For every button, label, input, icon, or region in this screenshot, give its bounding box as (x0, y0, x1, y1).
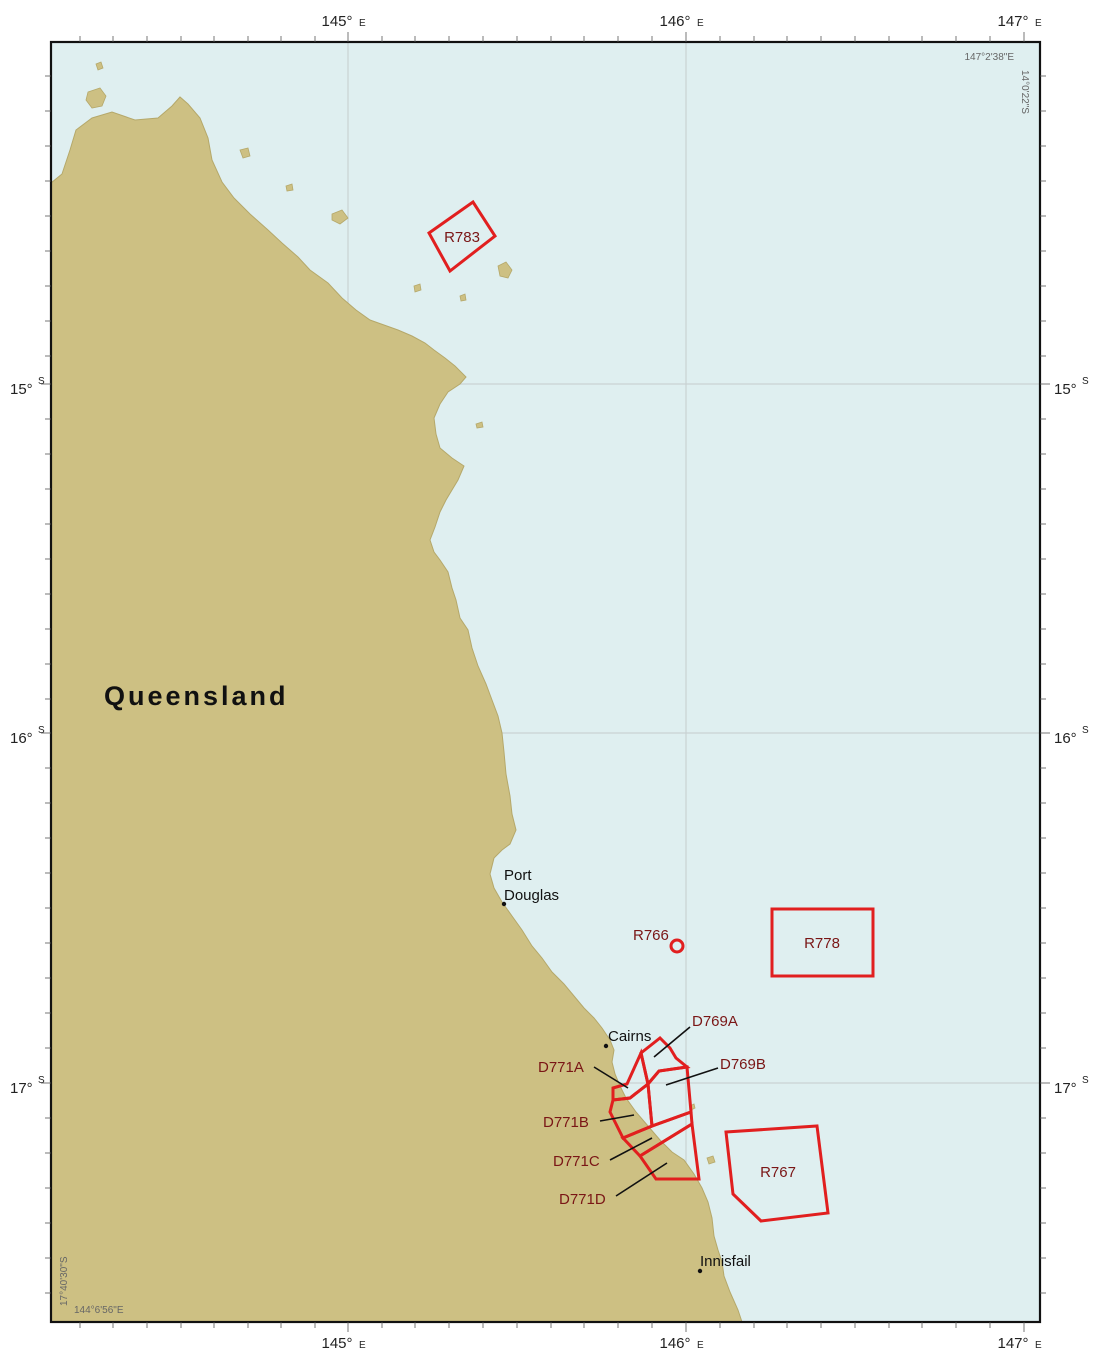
zone-label-r783: R783 (444, 229, 480, 246)
leader-lines (593, 1026, 719, 1197)
lon-hemi-top-146: E (697, 18, 704, 29)
zone-label-d771c: D771C (553, 1153, 600, 1170)
zone-label-d769a: D769A (692, 1013, 738, 1030)
lon-hemi-bottom-146: E (697, 1340, 704, 1351)
zone-d771c (620, 1109, 694, 1158)
island (95, 61, 104, 71)
lon-hemi-bottom-147: E (1035, 1340, 1042, 1351)
lat-hemi-left-17: S (38, 1075, 45, 1086)
island (85, 87, 107, 109)
islands (85, 61, 716, 1165)
innisfail-marker (697, 1268, 703, 1274)
lat-hemi-right-15: S (1082, 376, 1089, 387)
island (497, 261, 513, 279)
leader-d771d (615, 1162, 668, 1197)
zone-d771d (637, 1121, 701, 1181)
zone-label-r766: R766 (633, 927, 669, 944)
lat-hemi-right-16: S (1082, 725, 1089, 736)
lat-hemi-left-15: S (38, 376, 45, 387)
island (706, 1155, 716, 1165)
region-label: Queensland (104, 681, 289, 711)
place-markers (501, 901, 703, 1274)
lon-label-top-147: 147° (997, 13, 1028, 30)
place-cairns: Cairns (608, 1028, 651, 1045)
lat-label-left-17: 17° (10, 1080, 33, 1097)
lon-label-bottom-145: 145° (321, 1335, 352, 1352)
lat-label-right-16: 16° (1054, 730, 1077, 747)
zone-label-d771d: D771D (559, 1191, 606, 1208)
island (459, 293, 467, 302)
zone-label-r778: R778 (804, 935, 840, 952)
place-port-douglas-line1: Port (504, 867, 532, 884)
zone-label-d769b: D769B (720, 1056, 766, 1073)
island (331, 209, 349, 225)
zone-label-r767: R767 (760, 1164, 796, 1181)
lat-hemi-left-16: S (38, 725, 45, 736)
corner-bottom-left-lat: 17°40'30"S (59, 1256, 70, 1306)
lat-hemi-right-17: S (1082, 1075, 1089, 1086)
lat-label-left-15: 15° (10, 381, 33, 398)
corner-top-right-lon: 147°2'38"E (965, 52, 1015, 63)
lat-label-left-16: 16° (10, 730, 33, 747)
cairns-marker (603, 1043, 609, 1049)
frame-ticks (41, 32, 1050, 1332)
lon-hemi-top-147: E (1035, 18, 1042, 29)
zone-r766 (669, 938, 685, 954)
leader-d771a (593, 1066, 629, 1089)
zone-label-d771b: D771B (543, 1114, 589, 1131)
lon-hemi-top-145: E (359, 18, 366, 29)
island (285, 183, 294, 192)
port-douglas-marker (501, 901, 507, 907)
island (239, 147, 251, 159)
corner-bottom-left-lon: 144°6'56"E (74, 1305, 124, 1316)
lat-label-right-15: 15° (1054, 381, 1077, 398)
lon-label-bottom-146: 146° (659, 1335, 690, 1352)
lon-label-top-145: 145° (321, 13, 352, 30)
leader-d769a (653, 1026, 691, 1058)
leader-d769b (665, 1067, 719, 1086)
corner-top-right-lat: 14°0'22"S (1019, 70, 1030, 114)
airspace-zones (427, 199, 875, 1223)
lon-hemi-bottom-145: E (359, 1340, 366, 1351)
queensland-landmass (50, 96, 743, 1323)
lon-label-top-146: 146° (659, 13, 690, 30)
leader-d771b (599, 1114, 635, 1122)
island (413, 283, 422, 293)
lat-label-right-17: 17° (1054, 1080, 1077, 1097)
place-port-douglas-line2: Douglas (504, 887, 559, 904)
zone-r767 (724, 1124, 830, 1223)
place-innisfail: Innisfail (700, 1253, 751, 1270)
lon-label-bottom-147: 147° (997, 1335, 1028, 1352)
zone-r783 (427, 199, 498, 274)
island (475, 421, 484, 429)
leader-d771c (609, 1137, 653, 1161)
map-frame (49, 40, 1042, 1324)
zone-label-d771a: D771A (538, 1059, 584, 1076)
zone-r778 (770, 907, 875, 978)
